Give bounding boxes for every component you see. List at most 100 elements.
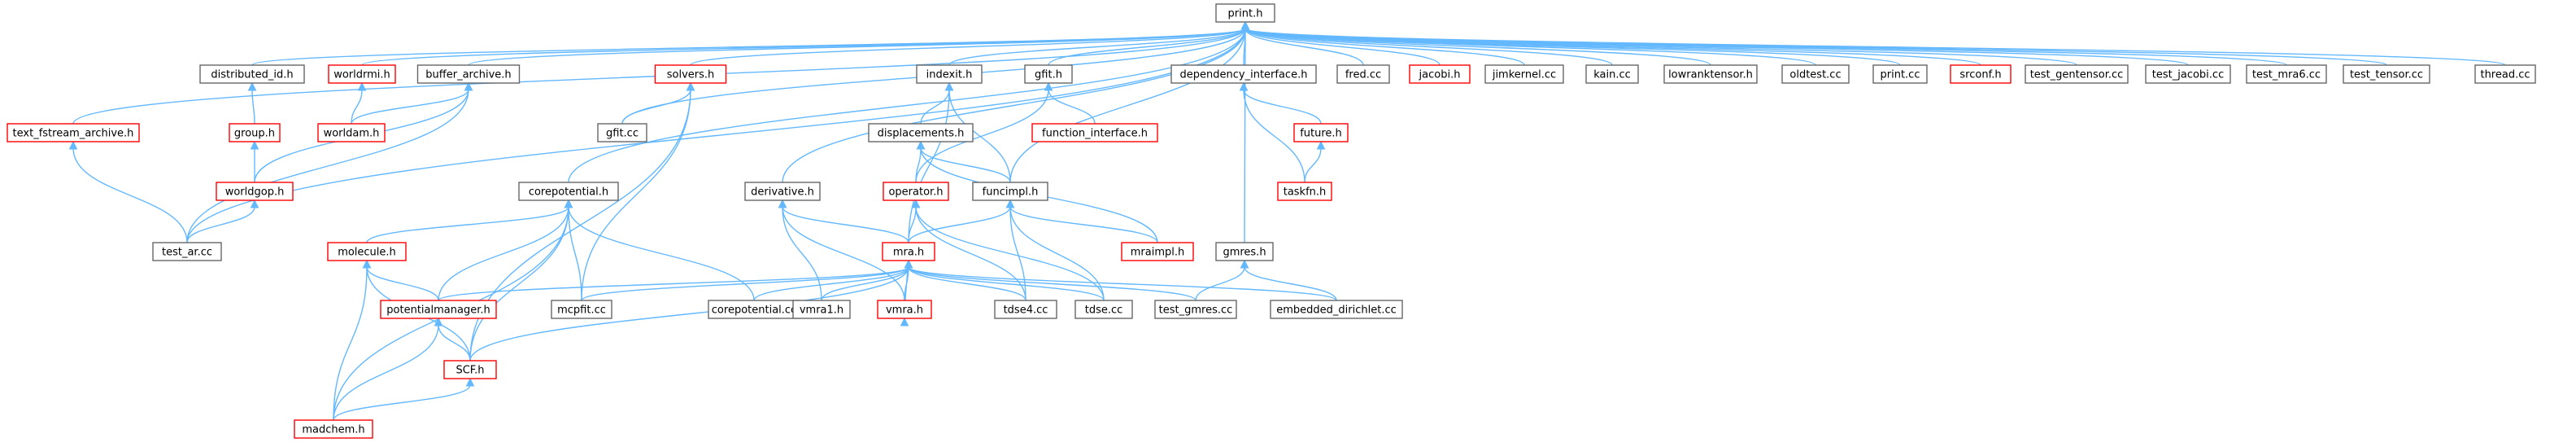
node-box	[7, 123, 140, 142]
node-label: gfit.cc	[606, 128, 639, 140]
node-operator-h[interactable]: operator.h	[883, 182, 949, 201]
node-label: SCF.h	[455, 365, 484, 377]
node-box	[1409, 64, 1471, 84]
edge-mra_h-to-derivative_h	[778, 199, 909, 243]
node-box	[597, 123, 647, 142]
node-label: function_interface.h	[1042, 128, 1148, 140]
node-box	[416, 64, 521, 84]
node-embedded-dirichlet-cc[interactable]: embedded_dirichlet.cc	[1270, 300, 1403, 319]
node-dependency-interface-h[interactable]: dependency_interface.h	[1170, 64, 1317, 84]
node-box	[2343, 64, 2430, 84]
node-mraimpl-h[interactable]: mraimpl.h	[1121, 242, 1194, 261]
node-vmra1-h[interactable]: vmra1.h	[792, 300, 851, 319]
node-jacobi-h[interactable]: jacobi.h	[1409, 64, 1471, 84]
node-srconf-h[interactable]: srconf.h	[1950, 64, 2012, 84]
node-box	[294, 419, 373, 439]
node-print-h[interactable]: print.h	[1215, 3, 1275, 23]
node-box	[1074, 300, 1133, 319]
node-group-h[interactable]: group.h	[229, 123, 281, 142]
node-label: future.h	[1300, 128, 1342, 140]
node-corepotential-h[interactable]: corepotential.h	[518, 182, 619, 201]
node-box	[868, 123, 974, 142]
edge-mra_h-to-funcimpl_h	[908, 199, 1015, 243]
edge-madchem_h-to-molecule_h	[333, 259, 372, 421]
node-mra-h[interactable]: mra.h	[882, 242, 935, 261]
node-label: group.h	[234, 128, 275, 140]
node-label: corepotential.h	[529, 186, 608, 199]
node-tdse4-cc[interactable]: tdse4.cc	[994, 300, 1057, 319]
node-label: text_fstream_archive.h	[13, 128, 134, 140]
node-test-mra6-cc[interactable]: test_mra6.cc	[2246, 64, 2327, 84]
node-future-h[interactable]: future.h	[1293, 123, 1349, 142]
node-label: test_tensor.cc	[2350, 69, 2423, 81]
node-label: distributed_id.h	[211, 69, 293, 81]
node-kain-cc[interactable]: kain.cc	[1585, 64, 1639, 84]
node-derivative-h[interactable]: derivative.h	[744, 182, 821, 201]
node-test-tensor-cc[interactable]: test_tensor.cc	[2343, 64, 2430, 84]
node-potentialmanager-h[interactable]: potentialmanager.h	[380, 300, 497, 319]
node-jimkernel-cc[interactable]: jimkernel.cc	[1484, 64, 1564, 84]
node-label: mcpfit.cc	[557, 305, 606, 317]
edge-corepotential_cc-to-corepotential_h	[564, 199, 755, 301]
node-test-gmres-cc[interactable]: test_gmres.cc	[1154, 300, 1237, 319]
node-box	[1024, 64, 1073, 84]
edge-worldgop_h-to-group_h	[250, 140, 259, 182]
node-box	[199, 64, 305, 84]
node-test-ar-cc[interactable]: test_ar.cc	[152, 242, 222, 261]
edge-madchem_h-to-potentialmanager_h	[333, 317, 443, 421]
node-test-jacobi-cc[interactable]: test_jacobi.cc	[2145, 64, 2231, 84]
node-box	[152, 242, 222, 261]
node-text-fstream-archive-h[interactable]: text_fstream_archive.h	[7, 123, 140, 142]
edge-taskfn_h-to-dependency_interface_h	[1239, 81, 1305, 183]
node-corepotential-cc[interactable]: corepotential.cc	[708, 300, 800, 319]
node-box	[1872, 64, 1928, 84]
node-test-gentensor-cc[interactable]: test_gentensor.cc	[2025, 64, 2129, 84]
node-madchem-h[interactable]: madchem.h	[294, 419, 373, 439]
edge-taskfn_h-to-future_h	[1304, 140, 1326, 183]
edge-test_tensor_cc-to-print_h	[1240, 20, 2387, 66]
node-label: mra.h	[893, 247, 924, 259]
node-mcpfit-cc[interactable]: mcpfit.cc	[551, 300, 612, 319]
node-buffer-archive-h[interactable]: buffer_archive.h	[416, 64, 521, 84]
node-label: funcimpl.h	[983, 186, 1039, 199]
node-label: test_gmres.cc	[1159, 305, 1233, 317]
node-gfit-h[interactable]: gfit.h	[1024, 64, 1073, 84]
node-thread-cc[interactable]: thread.cc	[2474, 64, 2536, 84]
node-worldgop-h[interactable]: worldgop.h	[216, 182, 294, 201]
node-label: print.h	[1228, 8, 1263, 20]
node-lowranktensor-h[interactable]: lowranktensor.h	[1663, 64, 1758, 84]
node-box	[654, 64, 727, 84]
node-function-interface-h[interactable]: function_interface.h	[1031, 123, 1158, 142]
node-funcimpl-h[interactable]: funcimpl.h	[972, 182, 1048, 201]
edge-test_ar_cc-to-worldgop_h	[186, 199, 259, 243]
node-taskfn-h[interactable]: taskfn.h	[1277, 182, 1332, 201]
node-label: mraimpl.h	[1131, 247, 1185, 259]
node-scf-h[interactable]: SCF.h	[443, 360, 497, 379]
node-gfit-cc[interactable]: gfit.cc	[597, 123, 647, 142]
node-gmres-h[interactable]: gmres.h	[1215, 242, 1274, 261]
node-fred-cc[interactable]: fred.cc	[1336, 64, 1390, 84]
node-worldam-h[interactable]: worldam.h	[317, 123, 386, 142]
node-box	[229, 123, 281, 142]
node-displacements-h[interactable]: displacements.h	[868, 123, 974, 142]
node-tdse-cc[interactable]: tdse.cc	[1074, 300, 1133, 319]
node-label: vmra1.h	[800, 305, 843, 317]
node-box	[994, 300, 1057, 319]
node-label: tdse.cc	[1085, 305, 1123, 317]
node-print-cc[interactable]: print.cc	[1872, 64, 1928, 84]
node-box	[2246, 64, 2327, 84]
node-distributed-id-h[interactable]: distributed_id.h	[199, 64, 305, 84]
node-box	[1585, 64, 1639, 84]
node-solvers-h[interactable]: solvers.h	[654, 64, 727, 84]
node-molecule-h[interactable]: molecule.h	[327, 242, 407, 261]
node-box	[380, 300, 497, 319]
node-vmra-h[interactable]: vmra.h	[877, 300, 932, 319]
node-worldrmi-h[interactable]: worldrmi.h	[328, 64, 396, 84]
node-oldtest-cc[interactable]: oldtest.cc	[1781, 64, 1850, 84]
node-label: thread.cc	[2480, 69, 2530, 81]
edge-future_h-to-dependency_interface_h	[1239, 81, 1322, 125]
node-label: madchem.h	[302, 424, 364, 436]
node-label: srconf.h	[1959, 69, 2001, 81]
node-indexit-h[interactable]: indexit.h	[916, 64, 983, 84]
node-box	[1031, 123, 1158, 142]
